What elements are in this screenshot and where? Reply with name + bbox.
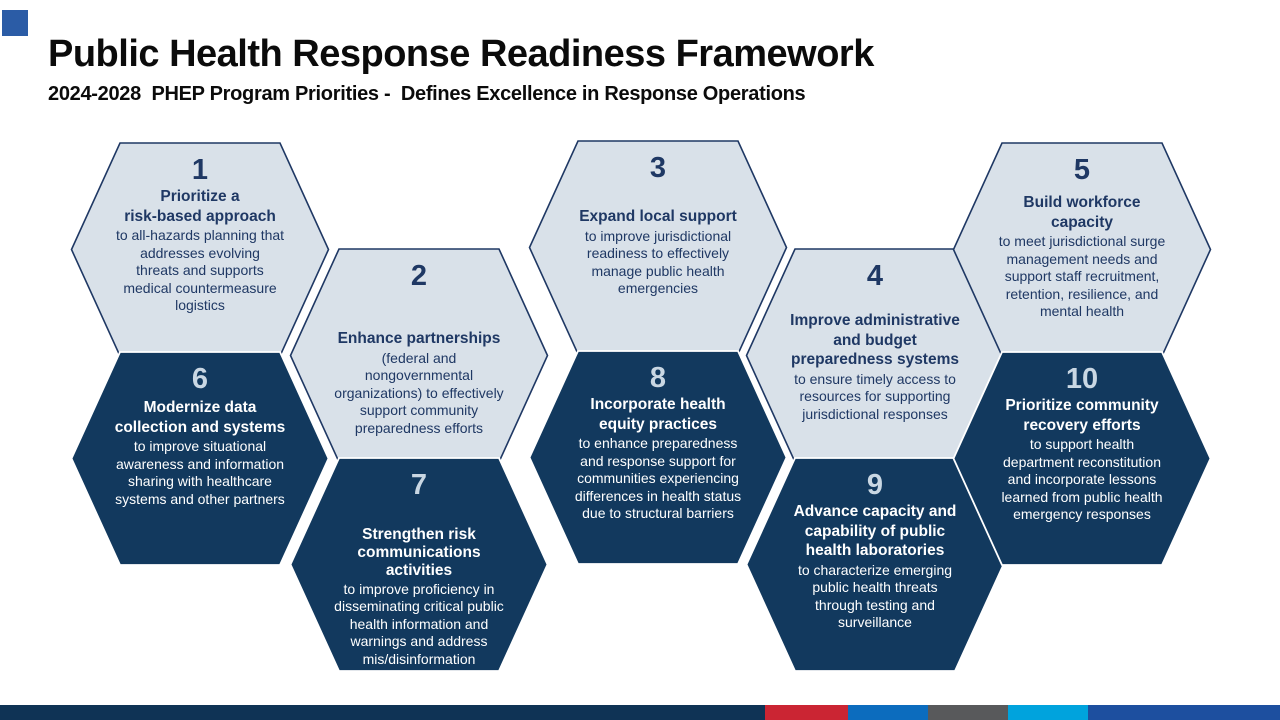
hexagon-8: 8 Incorporate health equity practices to…	[528, 350, 788, 565]
hex-heading: Modernize data collection and systems	[114, 399, 286, 436]
header: Public Health Response Readiness Framewo…	[48, 33, 1248, 106]
hex-number: 9	[866, 469, 884, 501]
hexagon-1: 1 Prioritize a risk-based approach to al…	[70, 142, 330, 357]
hexagon-2: 2 Enhance partnerships (federal and nong…	[289, 248, 549, 463]
hex-number: 7	[410, 469, 428, 501]
page-title: Public Health Response Readiness Framewo…	[48, 33, 874, 75]
hex-number: 2	[410, 260, 428, 292]
hex-number: 8	[649, 362, 667, 394]
footer-bar-segment-royal-blue	[1088, 705, 1280, 720]
hex-heading: Build workforce capacity	[1023, 194, 1141, 231]
hex-heading: Enhance partnerships	[337, 330, 501, 348]
hexagon-9: 9 Advance capacity and capability of pub…	[745, 457, 1005, 672]
hex-heading: Expand local support	[579, 208, 737, 226]
hex-body: to ensure timely access to resources for…	[794, 370, 956, 422]
hex-heading: Prioritize a risk-based approach	[124, 188, 276, 225]
hex-number: 4	[866, 260, 884, 292]
hex-heading: Advance capacity and capability of publi…	[793, 503, 957, 560]
hexagon-shape	[528, 350, 788, 565]
hexagon-5: 5 Build workforce capacity to meet juris…	[952, 142, 1212, 357]
hexagon-4: 4 Improve administrative and budget prep…	[745, 248, 1005, 463]
hexagon-shape	[70, 351, 330, 566]
hex-number: 1	[191, 154, 209, 186]
hex-body: to improve situational awareness and inf…	[115, 438, 285, 507]
hex-body: to improve jurisdictional readiness to e…	[584, 227, 732, 297]
hex-body: to meet jurisdictional surge management …	[998, 233, 1166, 320]
footer-bar-segment-gray	[928, 705, 1008, 720]
footer-bar-segment-blue	[848, 705, 928, 720]
hexagon-7: 7 Strengthen risk communications activit…	[289, 457, 549, 672]
hexagon-shape	[952, 351, 1212, 566]
hex-heading: Improve administrative and budget prepar…	[790, 312, 960, 369]
hexagon-6: 6 Modernize data collection and systems …	[70, 351, 330, 566]
hex-number: 5	[1073, 154, 1091, 186]
hexagon-3: 3 Expand local support to improve jurisd…	[528, 140, 788, 355]
hexagon-shape	[289, 457, 549, 672]
hex-heading: Prioritize community recovery efforts	[1005, 397, 1159, 434]
accent-square	[2, 10, 28, 36]
hexagon-10: 10 Prioritize community recovery efforts…	[952, 351, 1212, 566]
footer-bar-segment-navy	[0, 705, 765, 720]
footer-color-bar	[0, 705, 1280, 720]
hex-number: 10	[1065, 363, 1099, 395]
footer-bar-segment-red	[765, 705, 848, 720]
hex-heading: Strengthen risk communications activitie…	[357, 526, 481, 580]
hex-body: to all-hazards planning that addresses e…	[115, 227, 285, 314]
hex-body: to characterize emerging public health t…	[797, 561, 953, 631]
footer-bar-segment-light-blue	[1008, 705, 1088, 720]
hex-heading: Incorporate health equity practices	[590, 396, 726, 433]
hex-number: 3	[649, 152, 667, 184]
hex-body: (federal and nongovernmental organizatio…	[334, 349, 504, 436]
page-subtitle: 2024-2028 PHEP Program Priorities - Defi…	[48, 82, 806, 105]
hex-body: to improve proficiency in disseminating …	[334, 580, 504, 667]
hex-body: to support health department reconstitut…	[1001, 436, 1163, 523]
hex-body: to enhance preparedness and response sup…	[574, 435, 742, 522]
hex-number: 6	[191, 363, 209, 395]
